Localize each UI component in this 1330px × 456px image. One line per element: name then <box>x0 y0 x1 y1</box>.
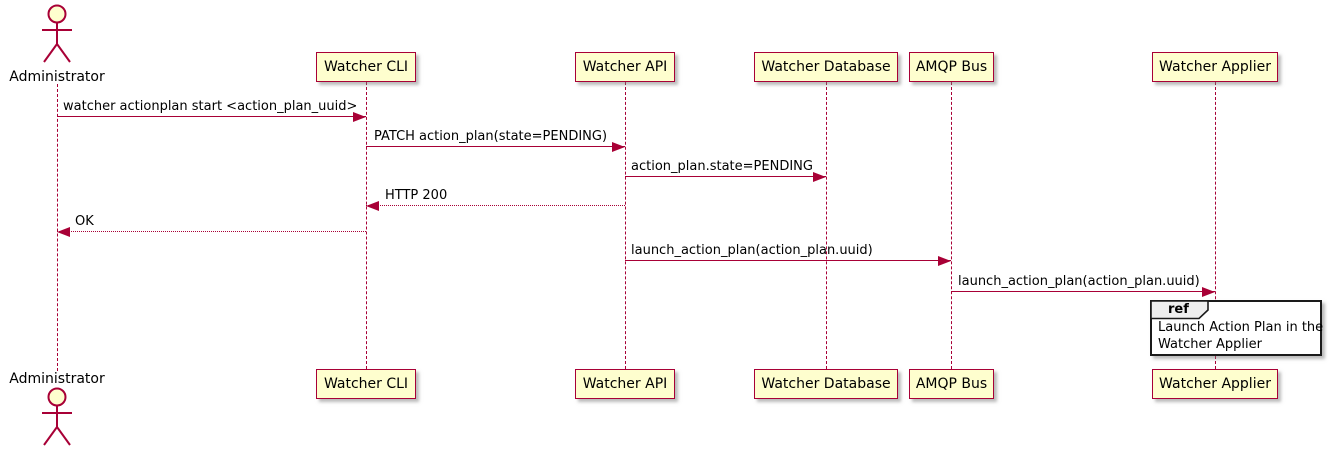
lifeline-watcher-api <box>625 82 626 369</box>
arrowhead-right-icon <box>1202 287 1215 297</box>
actor-label-top: Administrator <box>9 69 105 85</box>
message-line-5 <box>57 231 366 232</box>
arrowhead-right-icon <box>612 142 625 152</box>
lifeline-watcher-database <box>826 82 827 369</box>
message-label-4: HTTP 200 <box>385 188 448 203</box>
message-label-6: launch_action_plan(action_plan.uuid) <box>631 243 873 258</box>
participant-top-watcher-database: Watcher Database <box>754 52 898 82</box>
arrowhead-right-icon <box>813 172 826 182</box>
ref-keyword: ref <box>1168 302 1189 317</box>
ref-header-pentagon-icon <box>1150 300 1209 320</box>
participant-top-watcher-cli: Watcher CLI <box>316 52 416 82</box>
administrator-actor-icon <box>42 4 72 63</box>
participant-top-amqp-bus: AMQP Bus <box>909 52 994 82</box>
message-line-7 <box>951 291 1215 292</box>
participant-top-watcher-api: Watcher API <box>575 52 675 82</box>
message-label-3: action_plan.state=PENDING <box>631 159 813 174</box>
participant-bottom-watcher-cli: Watcher CLI <box>316 369 416 399</box>
ref-text-line1: Launch Action Plan in the <box>1158 320 1324 335</box>
message-line-4 <box>366 205 625 206</box>
ref-text-line2: Watcher Applier <box>1158 337 1262 352</box>
participant-bottom-amqp-bus: AMQP Bus <box>909 369 994 399</box>
message-label-1: watcher actionplan start <action_plan_uu… <box>63 99 358 114</box>
lifeline-amqp-bus <box>951 82 952 369</box>
ref-fragment: ref Launch Action Plan in the Watcher Ap… <box>1150 300 1323 356</box>
message-line-6 <box>625 260 951 261</box>
participant-bottom-watcher-api: Watcher API <box>575 369 675 399</box>
administrator-actor-icon <box>42 387 72 446</box>
arrowhead-left-icon <box>366 201 379 211</box>
participant-top-watcher-applier: Watcher Applier <box>1152 52 1278 82</box>
participant-bottom-watcher-applier: Watcher Applier <box>1152 369 1278 399</box>
lifeline-watcher-applier <box>1215 82 1216 369</box>
actor-label-bottom: Administrator <box>9 371 105 387</box>
lifeline-watcher-cli <box>366 82 367 369</box>
message-label-7: launch_action_plan(action_plan.uuid) <box>958 274 1200 289</box>
participant-bottom-watcher-database: Watcher Database <box>754 369 898 399</box>
message-line-2 <box>366 146 625 147</box>
arrowhead-right-icon <box>353 112 366 122</box>
arrowhead-left-icon <box>57 227 70 237</box>
message-line-3 <box>625 176 826 177</box>
arrowhead-right-icon <box>938 256 951 266</box>
message-line-1 <box>57 116 366 117</box>
message-label-5: OK <box>75 214 94 229</box>
message-label-2: PATCH action_plan(state=PENDING) <box>374 129 608 144</box>
ref-text: Launch Action Plan in the Watcher Applie… <box>1158 319 1323 353</box>
